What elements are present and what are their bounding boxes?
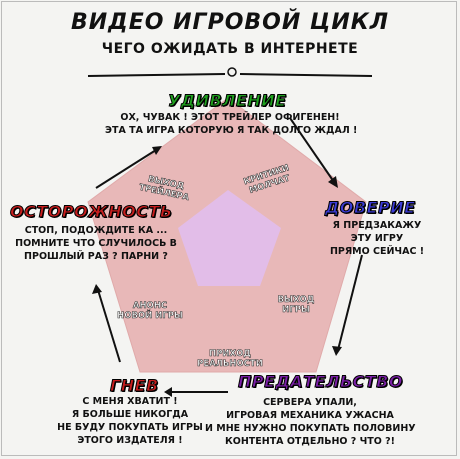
- inner-pentagon: [178, 190, 281, 286]
- trust-line-2: ЭТУ ИГРУ: [350, 233, 404, 244]
- arrow-trust-to-betrayal: [337, 254, 363, 351]
- arrow-anger-to-caution: [97, 289, 121, 363]
- stage-text-trust: Я ПРЕДЗАКАЖУ ЭТУ ИГРУ ПРЯМО СЕЙЧАС !: [322, 219, 432, 258]
- stage-title-betrayal: ПРЕДАТЕЛЬСТВО: [238, 372, 403, 392]
- reality-arrives-line-1: ПРИХОД: [209, 349, 251, 360]
- stage-text-betrayal: СЕРВЕРА УПАЛИ, ИГРОВАЯ МЕХАНИКА УЖАСНА И…: [205, 396, 416, 448]
- new-game-announce-line-2: НОВОЙ ИГРЫ: [117, 311, 183, 322]
- diagram-title: ВИДЕО ИГРОВОЙ ЦИКЛ: [70, 10, 390, 35]
- stage-title-trust: ДОВЕРИЕ: [325, 198, 416, 218]
- anger-line-1: С МЕНЯ ХВАТИТ !: [82, 396, 178, 407]
- title-ornament: [227, 67, 237, 77]
- anger-line-3: НЕ БУДУ ПОКУПАТЬ ИГРЫ: [57, 422, 203, 433]
- amazement-line-2: ЭТА ТА ИГРА КОТОРУЮ Я ТАК ДОЛГО ЖДАЛ !: [105, 125, 358, 136]
- reality-arrives-line-2: РЕАЛЬНОСТИ: [197, 359, 263, 370]
- caution-line-1: СТОП, ПОДОЖДИТЕ КА ...: [24, 225, 168, 236]
- arrowhead-amazement: [152, 146, 162, 155]
- games-release-line-1: ВЫХОД: [277, 295, 315, 306]
- betrayal-line-3: И МНЕ НУЖНО ПОКУПАТЬ ПОЛОВИНУ: [205, 423, 416, 434]
- games-release-line-2: ИГРЫ: [282, 305, 310, 316]
- betrayal-line-4: КОНТЕНТА ОТДЕЛЬНО ? ЧТО ?!: [224, 436, 396, 447]
- edge-label-games-release: ВЫХОД ИГРЫ: [266, 295, 326, 316]
- anger-line-2: Я БОЛЬШЕ НИКОГДА: [71, 409, 189, 420]
- diagram-subtitle: ЧЕГО ОЖИДАТЬ В ИНТЕРНЕТЕ: [101, 41, 359, 57]
- trust-line-1: Я ПРЕДЗАКАЖУ: [332, 220, 422, 231]
- stage-text-amazement: ОХ, ЧУВАК ! ЭТОТ ТРЕЙЛЕР ОФИГЕНЕН! ЭТА Т…: [105, 111, 358, 137]
- trust-line-3: ПРЯМО СЕЙЧАС !: [329, 246, 425, 257]
- arrow-caution-to-amazement: [95, 149, 157, 189]
- title-underline: [87, 73, 373, 77]
- arrowhead-anger: [164, 387, 172, 397]
- stage-text-caution: СТОП, ПОДОЖДИТЕ КА ... ПОМНИТЕ ЧТО СЛУЧИ…: [12, 224, 180, 263]
- stage-title-amazement: УДИВЛЕНИЕ: [168, 91, 287, 111]
- betrayal-line-2: ИГРОВАЯ МЕХАНИКА УЖАСНА: [226, 410, 394, 421]
- anger-line-4: ЭТОГО ИЗДАТЕЛЯ !: [77, 435, 183, 446]
- arrow-amazement-to-trust: [289, 117, 335, 183]
- arrowhead-caution: [92, 284, 102, 294]
- edge-label-new-game-announce: АНОНС НОВОЙ ИГРЫ: [110, 301, 190, 322]
- caution-line-2: ПОМНИТЕ ЧТО СЛУЧИЛОСЬ В: [15, 238, 177, 249]
- stage-title-anger: ГНЕВ: [110, 376, 159, 396]
- arrowhead-trust: [328, 176, 338, 188]
- stage-text-anger: С МЕНЯ ХВАТИТ ! Я БОЛЬШЕ НИКОГДА НЕ БУДУ…: [50, 395, 210, 447]
- arrowhead-betrayal: [332, 346, 342, 356]
- betrayal-line-1: СЕРВЕРА УПАЛИ,: [263, 397, 357, 408]
- edge-label-reality-arrives: ПРИХОД РЕАЛЬНОСТИ: [190, 349, 270, 370]
- stage-title-caution: ОСТОРОЖНОСТЬ: [10, 202, 173, 222]
- amazement-line-1: ОХ, ЧУВАК ! ЭТОТ ТРЕЙЛЕР ОФИГЕНЕН!: [120, 112, 340, 123]
- new-game-announce-line-1: АНОНС: [132, 301, 168, 312]
- caution-line-3: ПРОШЛЫЙ РАЗ ? ПАРНИ ?: [24, 251, 168, 262]
